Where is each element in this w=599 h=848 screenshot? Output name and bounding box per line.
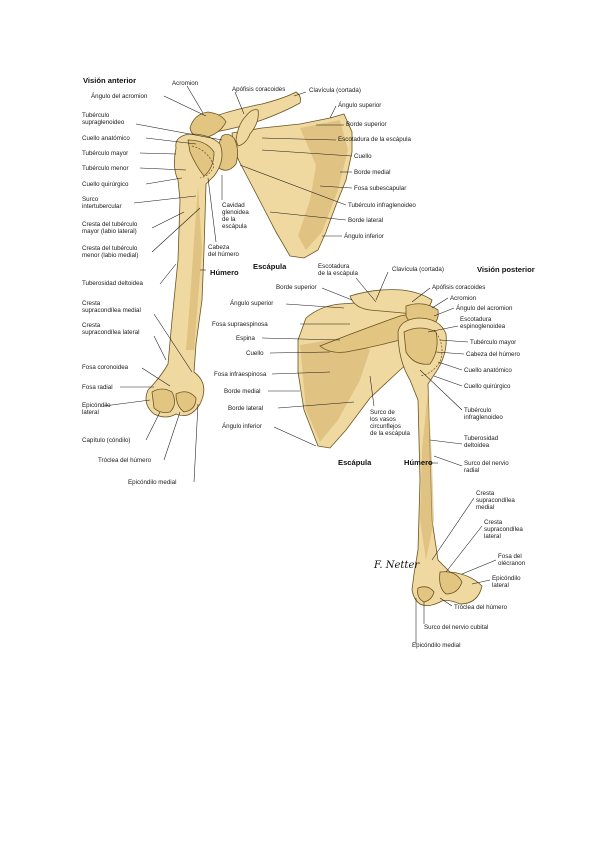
label-cresta-supracondilea-medial-post: Cresta supracondílea medial	[476, 490, 515, 511]
posterior-humerus-title: Húmero	[404, 458, 433, 467]
label-cuello-post: Cuello	[246, 350, 264, 357]
label-borde-lateral-ant: Borde lateral	[348, 217, 384, 224]
label-cuello-ant: Cuello	[354, 153, 372, 160]
label-borde-lateral-post: Borde lateral	[228, 405, 264, 412]
label-tuberculo-mayor-ant: Tubérculo mayor	[82, 150, 129, 157]
label-tuberculo-mayor-post: Tubérculo mayor	[470, 339, 517, 346]
posterior-scapula-title: Escápula	[338, 458, 372, 467]
label-borde-superior-post: Borde superior	[276, 284, 317, 291]
label-angulo-superior-post: Ángulo superior	[230, 300, 274, 307]
label-epicondilo-medial-ant: Epicóndilo medial	[128, 479, 177, 486]
label-acromion-post: Acromion	[450, 295, 477, 302]
label-fosa-coronoidea: Fosa coronoidea	[82, 364, 129, 371]
label-acromion-ant: Acromion	[172, 80, 199, 87]
label-fosa-radial: Fosa radial	[82, 384, 113, 391]
label-surco-nervio-cubital: Surco del nervio cubital	[424, 624, 489, 631]
label-fosa-supraespinosa: Fosa supraespinosa	[212, 321, 268, 328]
label-fosa-olecranon: Fosa del olécranon	[498, 553, 526, 567]
label-escotadura-post: Escotadura de la escápula	[318, 263, 358, 277]
label-cavidad-glenoidea: Cavidad glenoidea de la escápula	[222, 202, 249, 230]
label-tuberosidad-deltoidea-post: Tuberosidad deltoidea	[464, 435, 499, 449]
posterior-leader-lines	[261, 271, 497, 644]
anterior-view-title: Visión anterior	[83, 76, 137, 85]
label-cuello-quirurgico-post: Cuello quirúrgico	[464, 383, 511, 390]
label-espina: Espina	[236, 335, 255, 342]
label-capitulo: Capítulo (cóndilo)	[82, 437, 131, 444]
label-escotadura-espinoglenoidea: Escotadura espinoglenoidea	[460, 316, 506, 330]
label-troclea-post: Tróclea del húmero	[454, 604, 508, 611]
label-troclea-ant: Tróclea del húmero	[98, 457, 152, 464]
label-cresta-tuberculo-menor: Cresta del tubérculo menor (labio medial…	[82, 245, 139, 259]
anterior-humerus	[145, 133, 223, 418]
label-coracoides-ant: Apófisis coracoides	[232, 86, 286, 93]
label-tuberculo-menor-ant: Tubérculo menor	[82, 165, 129, 172]
anterior-scapula-title: Escápula	[253, 262, 287, 271]
anterior-humerus-title: Húmero	[210, 268, 239, 277]
label-borde-medial-post: Borde medial	[224, 388, 261, 395]
label-tuberculo-infraglenoideo-ant: Tubérculo infraglenoideo	[348, 202, 416, 209]
label-borde-superior-ant: Borde superior	[346, 121, 387, 128]
anterior-leader-lines	[103, 85, 353, 483]
label-cabeza-humero-post: Cabeza del húmero	[466, 351, 521, 358]
label-angulo-inferior-post: Ángulo inferior	[222, 423, 262, 430]
label-escotadura-ant: Escotadura de la escápula	[338, 136, 411, 143]
label-clavicula-post: Clavícula (cortada)	[392, 266, 444, 273]
label-angulo-acromion-ant: Ángulo del acromion	[91, 93, 148, 100]
label-clavicula-ant: Clavícula (cortada)	[309, 87, 361, 94]
label-surco-nervio-radial: Surco del nervio radial	[464, 460, 509, 474]
netter-signature: F. Netter	[374, 560, 420, 571]
label-angulo-superior-ant: Ángulo superior	[338, 102, 382, 109]
label-surco-intertubercular: Surco intertubercular	[82, 196, 122, 210]
label-cuello-anatomico-post: Cuello anatómico	[464, 367, 512, 374]
label-cresta-supracondilea-lateral-ant: Cresta supracondílea lateral	[82, 322, 140, 336]
label-angulo-acromion-post: Ángulo del acromion	[456, 305, 513, 312]
label-tuberculo-supraglenoideo: Tubérculo supraglenoideo	[82, 112, 125, 126]
label-borde-medial-ant: Borde medial	[354, 169, 391, 176]
posterior-scapula	[297, 301, 431, 449]
label-fosa-subescapular: Fosa subescapular	[354, 185, 407, 192]
label-coracoides-post: Apófisis coracoides	[432, 284, 486, 291]
label-cabeza-humero-ant: Cabeza del húmero	[208, 244, 239, 258]
label-epicondilo-medial-post: Epicóndilo medial	[412, 642, 461, 649]
posterior-view-title: Visión posterior	[477, 265, 535, 274]
label-cuello-anatomico-ant: Cuello anatómico	[82, 135, 130, 142]
label-cresta-supracondilea-lateral-post: Cresta supracondílea lateral	[484, 519, 523, 540]
label-tuberculo-infraglenoideo-post: Tubérculo infraglenoideo	[464, 407, 503, 421]
label-cresta-supracondilea-medial-ant: Cresta supracondílea medial	[82, 300, 141, 314]
label-fosa-infraespinosa: Fosa infraespinosa	[214, 371, 267, 378]
posterior-humerus	[397, 317, 483, 606]
label-surco-vasos-circunflejos: Surco de los vasos circunflejos de la es…	[370, 409, 410, 437]
label-cuello-quirurgico-ant: Cuello quirúrgico	[82, 181, 129, 188]
label-epicondilo-lateral-post: Epicóndilo lateral	[492, 575, 521, 589]
label-angulo-inferior-ant: Ángulo inferior	[344, 233, 384, 240]
label-cresta-tuberculo-mayor: Cresta del tubérculo mayor (labio latera…	[82, 221, 138, 235]
label-tuberosidad-deltoidea-ant: Tuberosidad deltoidea	[82, 280, 144, 287]
label-epicondilo-lateral-ant: Epicóndilo lateral	[82, 402, 111, 416]
anterior-acromion-coracoid	[189, 109, 259, 147]
